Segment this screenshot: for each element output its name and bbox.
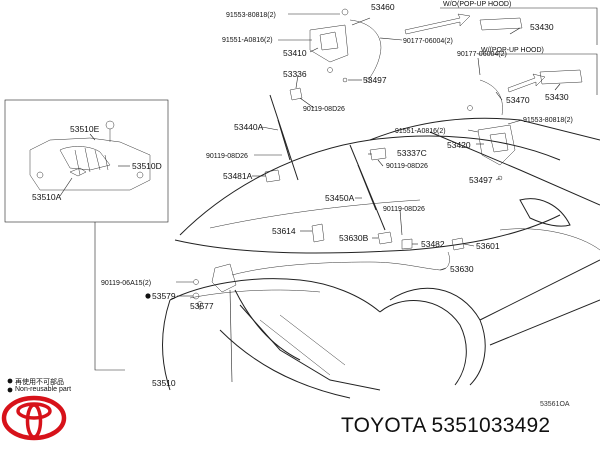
callout-53481a: 53481A — [223, 171, 253, 181]
callout-91553-80818: 91553-80818(2) — [523, 117, 573, 124]
callout-90119-06a15: 90119-06A15(2) — [101, 280, 151, 287]
callout-53601: 53601 — [476, 241, 500, 251]
callout-90177-06004: 90177-06004(2) — [457, 51, 507, 58]
callout-91551-a0816: 91551-A0816(2) — [395, 128, 446, 135]
legend-dot-icon — [7, 378, 13, 384]
callout-53510e: 53510E — [70, 124, 100, 134]
callout-53337c: 53337C — [397, 148, 427, 158]
callout-53579: 53579 — [152, 291, 176, 301]
legend-dot-icon — [7, 387, 13, 393]
car-outline — [162, 117, 600, 399]
popup-label-right: W/(POP-UP HOOD) — [481, 47, 544, 54]
callout-90119-08d26: 90119-08D26 — [206, 153, 248, 160]
callout-53510a: 53510A — [32, 192, 62, 202]
callout-53430: 53430 — [545, 92, 569, 102]
legend-item-jp: 再使用不可部品 — [15, 379, 64, 386]
callout-90119-08d26: 90119-08D26 — [303, 106, 345, 113]
part-sketches — [192, 8, 583, 307]
callout-53614: 53614 — [272, 226, 296, 236]
callout-53440a: 53440A — [234, 122, 264, 132]
callout-labels: 53460 91553-80818(2) 91551-A0816(2) 5341… — [32, 1, 573, 388]
callout-90119-08d26: 90119-08D26 — [383, 206, 425, 213]
brand-part-number: TOYOTA 5351033492 — [341, 414, 551, 437]
callout-53430: 53430 — [530, 22, 554, 32]
callout-53482: 53482 — [421, 239, 445, 249]
legend-item-en: Non-reusable part — [15, 386, 72, 393]
callout-90177-06004: 90177-06004(2) — [403, 38, 453, 45]
hood-stays — [269, 94, 386, 231]
callout-53420: 53420 — [447, 140, 471, 150]
latch-inset — [4, 99, 169, 223]
callout-53410: 53410 — [283, 48, 307, 58]
callout-53497: 53497 — [469, 175, 493, 185]
callout-53577: 53577 — [190, 301, 214, 311]
callout-53497: 53497 — [363, 75, 387, 85]
callout-53510d: 53510D — [132, 161, 162, 171]
callout-91551-a0816: 91551-A0816(2) — [222, 37, 273, 44]
non-reusable-marker — [145, 293, 151, 299]
callout-53460: 53460 — [371, 2, 395, 12]
callout-53510: 53510 — [152, 378, 176, 388]
callout-53630: 53630 — [450, 264, 474, 274]
callout-91553-80818: 91553-80818(2) — [226, 12, 276, 19]
leader-lines — [176, 7, 598, 383]
callout-53336: 53336 — [283, 69, 307, 79]
popup-label-top: W/O(POP-UP HOOD) — [443, 1, 511, 8]
callout-53450a: 53450A — [325, 193, 355, 203]
callout-53630b: 53630B — [339, 233, 369, 243]
callout-90119-08d26: 90119-08D26 — [386, 163, 428, 170]
toyota-logo — [1, 395, 67, 441]
callout-53470: 53470 — [506, 95, 530, 105]
diagram-code: 53561OA — [540, 401, 570, 408]
